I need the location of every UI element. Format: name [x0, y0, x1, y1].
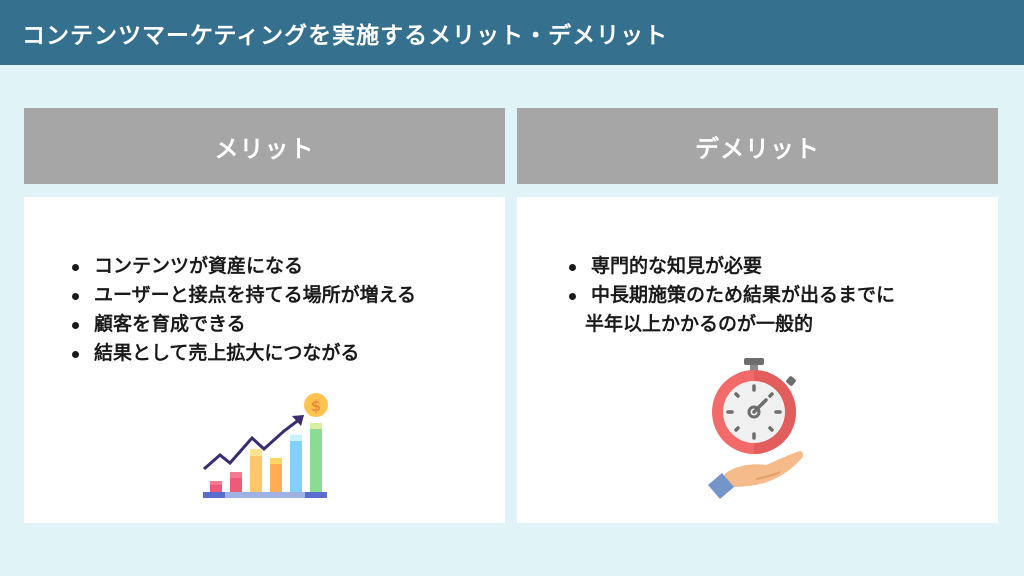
demerit-list: 専門的な知見が必要 中長期施策のため結果が出るまでに 半年以上かかるのが一般的 [565, 252, 895, 339]
bullet-icon [72, 351, 79, 358]
merit-list: コンテンツが資産になる ユーザーと接点を持てる場所が増える 顧客を育成できる 結… [68, 252, 416, 368]
bullet-icon [569, 264, 576, 271]
bullet-icon [72, 322, 79, 329]
list-item: 専門的な知見が必要 [565, 252, 895, 281]
title-bar: コンテンツマーケティングを実施するメリット・デメリット [0, 0, 1024, 65]
merit-panel: コンテンツが資産になる ユーザーと接点を持てる場所が増える 顧客を育成できる 結… [24, 197, 505, 523]
list-item: 中長期施策のため結果が出るまでに [565, 281, 895, 310]
merit-heading: メリット [214, 134, 315, 163]
svg-text:$: $ [311, 397, 321, 415]
list-item: コンテンツが資産になる [68, 252, 416, 281]
stopwatch-hand-icon [704, 357, 814, 503]
merit-header: メリット [24, 108, 505, 184]
demerit-heading: デメリット [695, 134, 820, 163]
list-item-continuation: 半年以上かかるのが一般的 [585, 313, 814, 335]
bullet-icon [72, 293, 79, 300]
list-item: ユーザーと接点を持てる場所が増える [68, 281, 416, 310]
page-title: コンテンツマーケティングを実施するメリット・デメリット [22, 22, 669, 49]
bullet-icon [72, 264, 79, 271]
bullet-icon [569, 293, 576, 300]
demerit-panel: 専門的な知見が必要 中長期施策のため結果が出るまでに 半年以上かかるのが一般的 [517, 197, 998, 523]
growth-chart-dollar-icon: $ [200, 389, 330, 505]
list-item: 顧客を育成できる [68, 310, 416, 339]
list-item: 結果として売上拡大につながる [68, 339, 416, 368]
demerit-header: デメリット [517, 108, 998, 184]
